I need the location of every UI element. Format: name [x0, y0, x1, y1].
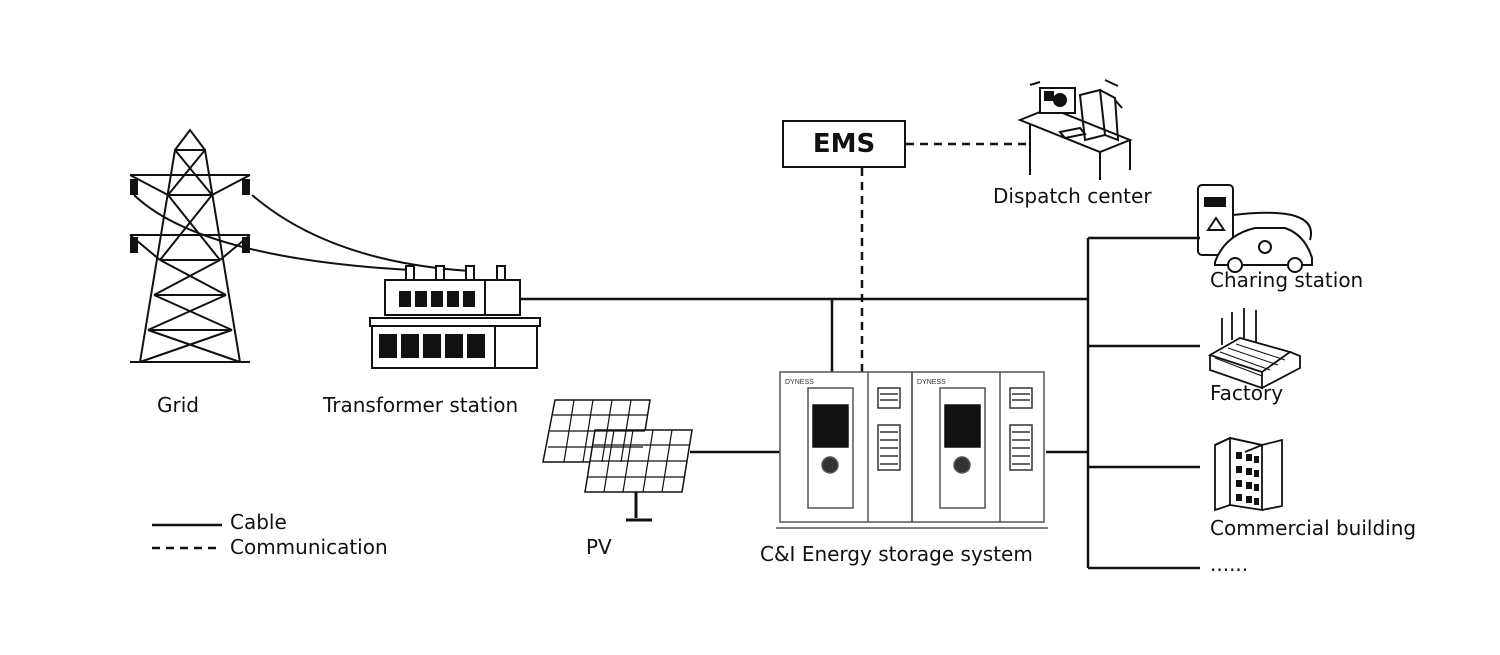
transformer-station-label: Transformer station — [323, 393, 519, 417]
pv-label: PV — [586, 535, 612, 559]
office-building-icon — [1214, 436, 1283, 512]
dispatch-desk-icon — [1017, 79, 1133, 180]
charging-station-label: Charing station — [1210, 268, 1364, 292]
commercial-building-label: Commercial building — [1210, 516, 1417, 540]
dispatch-center-label: Dispatch center — [993, 184, 1152, 208]
factory-label: Factory — [1210, 381, 1284, 405]
solar-panel-icon — [542, 399, 693, 522]
ems-label: EMS — [812, 129, 876, 159]
cable-grid-to-transformer-1 — [133, 194, 411, 271]
legend-cable-label: Cable — [230, 510, 287, 534]
energy-storage-cabinet-icon: DYNESS DYNESS — [776, 371, 1048, 529]
cable-grid-to-transformer-2 — [251, 194, 471, 272]
legend-communication-label: Communication — [230, 535, 388, 559]
ev-charger-icon — [1197, 184, 1313, 273]
ess-label: C&I Energy storage system — [760, 542, 1033, 566]
grid-label: Grid — [157, 393, 199, 417]
factory-icon — [1207, 308, 1301, 390]
ems-box: EMS — [782, 120, 906, 168]
ess-brand-2: DYNESS — [917, 379, 946, 386]
ess-brand-1: DYNESS — [785, 379, 814, 386]
transmission-tower-icon — [129, 128, 251, 363]
transformer-station-icon — [369, 265, 541, 369]
more-loads-label: ...... — [1210, 552, 1249, 576]
